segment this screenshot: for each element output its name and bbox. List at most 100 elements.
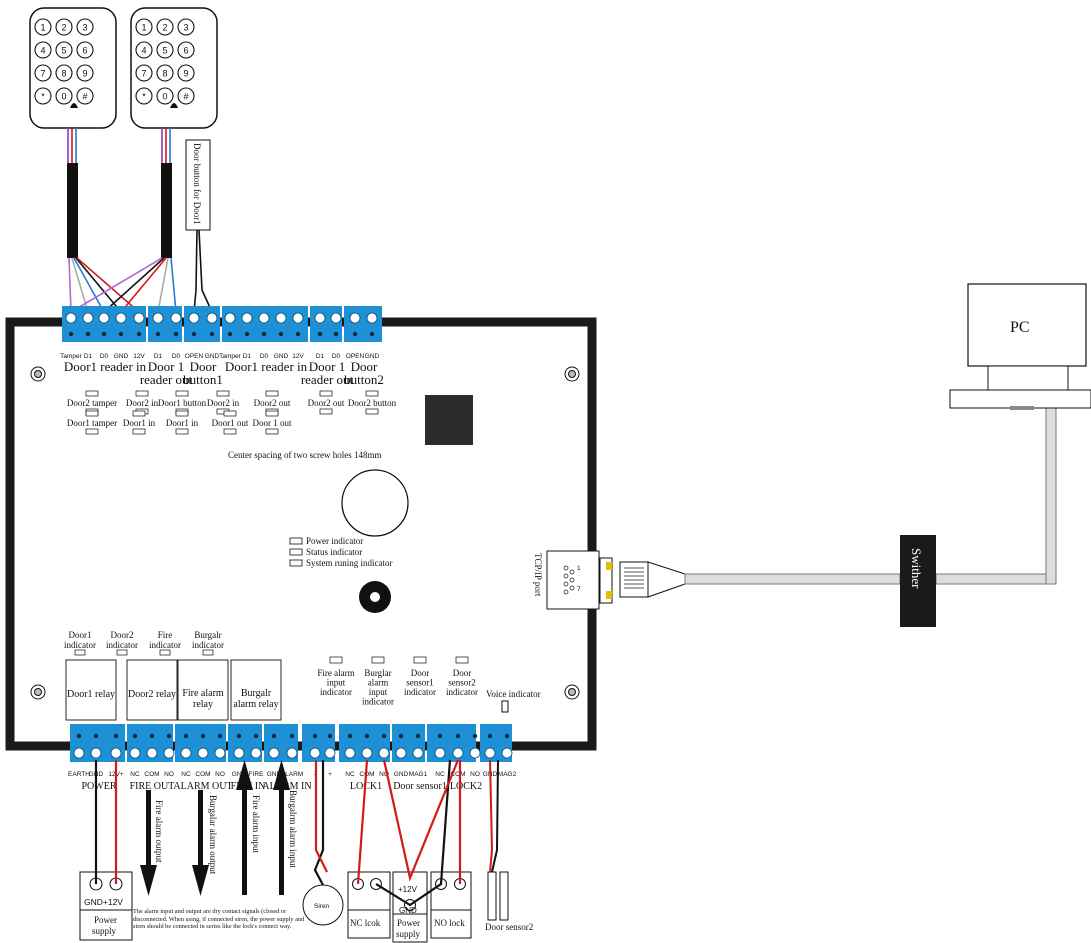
pin-hole bbox=[295, 331, 301, 337]
led-label: Door1 out bbox=[212, 418, 249, 428]
top-terminal-block bbox=[184, 306, 220, 342]
input-indicator-label: sensor2 bbox=[448, 678, 476, 688]
dry-contact-note: The alarm input and output are dry conta… bbox=[133, 908, 304, 930]
pc: PC bbox=[949, 283, 1091, 410]
key-9 bbox=[34, 87, 52, 105]
pin-hole bbox=[455, 733, 461, 739]
pin-hole bbox=[118, 331, 124, 337]
led bbox=[319, 390, 333, 397]
screw bbox=[349, 312, 361, 324]
led bbox=[319, 408, 333, 415]
pin-hole bbox=[200, 733, 206, 739]
relay-indicator-label: Door2 bbox=[111, 630, 134, 640]
key-label: 1 bbox=[40, 23, 45, 33]
key-7 bbox=[156, 64, 174, 82]
svg-text:supply: supply bbox=[92, 926, 117, 936]
key-label: 7 bbox=[141, 69, 146, 79]
pin-hole bbox=[487, 733, 493, 739]
pin-label: GND bbox=[114, 353, 129, 360]
key-4 bbox=[55, 41, 73, 59]
top-group-label: reader out bbox=[301, 372, 354, 387]
status-indicator-label: Status indicator bbox=[306, 547, 362, 557]
key-5 bbox=[177, 41, 195, 59]
key-label: 5 bbox=[61, 46, 66, 56]
pin-hole bbox=[101, 331, 107, 337]
pin-hole bbox=[381, 733, 387, 739]
top-group-label: reader out bbox=[140, 372, 193, 387]
screw bbox=[233, 747, 245, 759]
input-indicator-label: indicator bbox=[446, 687, 478, 697]
pin-label: FIRE bbox=[249, 771, 264, 778]
center-spacing-note: Center spacing of two screw holes 148mm bbox=[228, 450, 381, 460]
relay-label: relay bbox=[193, 699, 213, 710]
psu-left-label: GND+12V bbox=[84, 897, 123, 907]
pin-label: NO bbox=[164, 771, 174, 778]
pin-hole bbox=[333, 331, 339, 337]
pin-hole bbox=[415, 733, 421, 739]
key-7 bbox=[55, 64, 73, 82]
relay-indicator-label: Fire bbox=[158, 630, 173, 640]
pin-label: D1 bbox=[84, 353, 93, 360]
screw bbox=[110, 747, 122, 759]
pin-hole bbox=[191, 331, 197, 337]
led bbox=[365, 390, 379, 397]
screw bbox=[152, 312, 164, 324]
relay-indicator-label: indicator bbox=[192, 640, 224, 650]
relay-indicator-label: indicator bbox=[64, 640, 96, 650]
pin-label: D0 bbox=[260, 353, 269, 360]
key-11 bbox=[76, 87, 94, 105]
top-group-label: Door 1 bbox=[309, 359, 345, 374]
screw bbox=[98, 312, 110, 324]
pin-label: GND bbox=[365, 353, 380, 360]
pin-hole bbox=[437, 733, 443, 739]
key-label: # bbox=[82, 92, 87, 102]
screw bbox=[188, 312, 200, 324]
pin-label: 12V bbox=[133, 353, 145, 360]
status-indicators: Power indicator Status indicator System … bbox=[289, 536, 393, 568]
top-terminal-block bbox=[148, 306, 182, 342]
top-group-label: Door bbox=[351, 359, 378, 374]
led-label: Door1 in bbox=[123, 418, 156, 428]
top-group-label: button1 bbox=[183, 372, 223, 387]
screw bbox=[412, 747, 424, 759]
pin-label: NO bbox=[215, 771, 225, 778]
top-group-label: Door 1 bbox=[148, 359, 184, 374]
input-indicators: Fire alarminputindicatorBurglaralarminpu… bbox=[317, 656, 478, 707]
top-terminal-block bbox=[344, 306, 382, 342]
screw bbox=[452, 747, 464, 759]
network-cable bbox=[619, 405, 1057, 598]
led-label: Door2 button bbox=[348, 398, 397, 408]
key-label: 0 bbox=[162, 92, 167, 102]
led-label: Door2 in bbox=[207, 398, 240, 408]
pin-label: NC bbox=[435, 771, 445, 778]
svg-text:Power: Power bbox=[397, 918, 420, 928]
screw bbox=[324, 747, 336, 759]
pin-label: MAG2 bbox=[498, 771, 517, 778]
key-0 bbox=[135, 18, 153, 36]
screw bbox=[314, 312, 326, 324]
system-running-indicator-label: System runing indicator bbox=[306, 558, 393, 568]
screw bbox=[309, 747, 321, 759]
pin-label: + bbox=[328, 771, 332, 778]
key-9 bbox=[135, 87, 153, 105]
input-indicator-label: input bbox=[369, 687, 388, 697]
pin-hole bbox=[352, 331, 358, 337]
top-group-label: Door1 reader in bbox=[225, 359, 308, 374]
relay-box bbox=[177, 659, 229, 721]
pin-hole bbox=[68, 331, 74, 337]
key-2 bbox=[177, 18, 195, 36]
fire-alarm-input-label: Fire alarm input bbox=[251, 795, 261, 853]
pin-hole bbox=[369, 331, 375, 337]
siren: Siren bbox=[302, 760, 344, 926]
led-label: Door 1 out bbox=[253, 418, 292, 428]
led-label: Door2 tamper bbox=[67, 398, 117, 408]
key-label: 6 bbox=[183, 46, 188, 56]
no-lock: NO lock bbox=[430, 871, 472, 939]
pin-hole bbox=[289, 733, 295, 739]
pin-label: D1 bbox=[154, 353, 163, 360]
key-5 bbox=[76, 41, 94, 59]
pin-hole bbox=[278, 331, 284, 337]
door-button-label: Door button for Door1 bbox=[192, 143, 202, 225]
